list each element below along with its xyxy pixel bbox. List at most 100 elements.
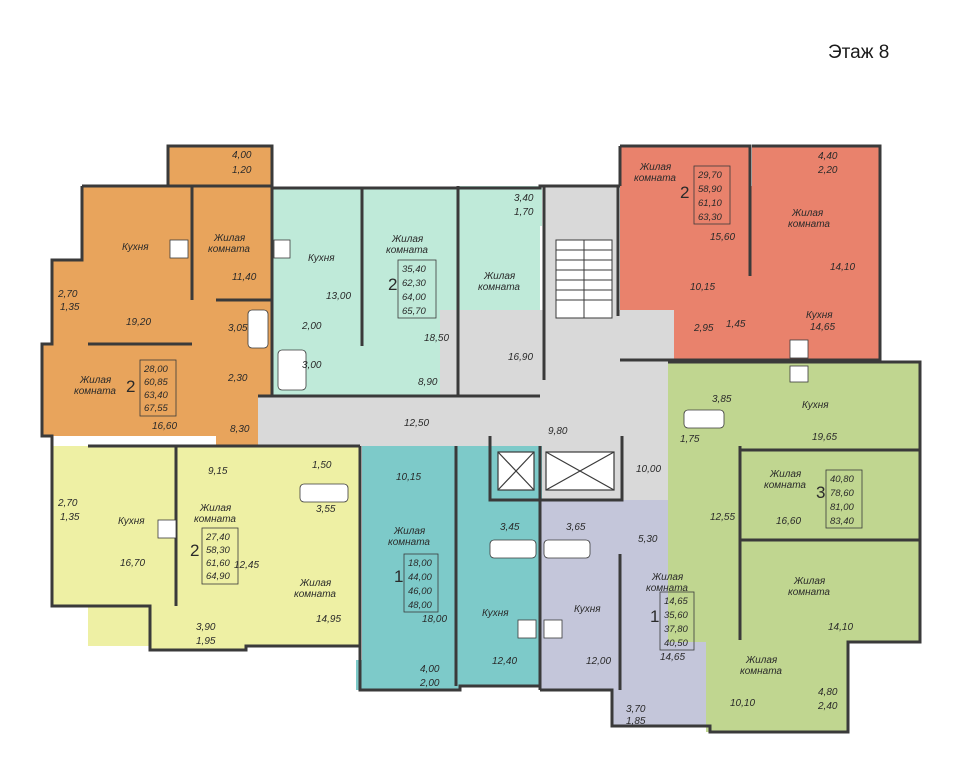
svg-text:Кухня: Кухня [482, 608, 509, 619]
svg-text:1,75: 1,75 [680, 434, 700, 445]
svg-text:13,00: 13,00 [326, 291, 351, 302]
svg-text:8,30: 8,30 [230, 424, 250, 435]
svg-text:Кухня: Кухня [574, 604, 601, 615]
svg-text:Жилая: Жилая [769, 469, 802, 480]
floor-title: Этаж 8 [828, 42, 890, 63]
svg-text:16,60: 16,60 [776, 516, 801, 527]
svg-text:комната: комната [788, 219, 830, 230]
svg-text:14,65: 14,65 [664, 596, 688, 607]
apartment-orange [42, 146, 272, 450]
svg-text:12,55: 12,55 [710, 512, 735, 523]
svg-text:12,00: 12,00 [586, 656, 611, 667]
room-labels: 4,00 1,20 2,70 1,35 Кухня 19,20 Жилая ко… [57, 150, 855, 727]
svg-text:комната: комната [740, 666, 782, 677]
svg-text:3,90: 3,90 [196, 622, 216, 633]
svg-text:3: 3 [816, 483, 825, 502]
svg-text:4,80: 4,80 [818, 687, 838, 698]
svg-text:44,00: 44,00 [408, 572, 432, 583]
svg-text:комната: комната [294, 589, 336, 600]
svg-text:83,40: 83,40 [830, 516, 854, 527]
svg-text:Жилая: Жилая [199, 503, 232, 514]
svg-text:61,10: 61,10 [698, 198, 722, 209]
svg-text:67,55: 67,55 [144, 403, 168, 414]
svg-text:10,10: 10,10 [730, 698, 755, 709]
svg-text:Жилая: Жилая [213, 233, 246, 244]
svg-text:комната: комната [74, 386, 116, 397]
svg-text:1,20: 1,20 [232, 165, 252, 176]
svg-text:35,40: 35,40 [402, 264, 426, 275]
svg-text:3,65: 3,65 [566, 522, 586, 533]
svg-text:1,35: 1,35 [60, 302, 80, 313]
svg-text:27,40: 27,40 [205, 532, 230, 543]
svg-text:4,00: 4,00 [420, 664, 440, 675]
svg-text:1: 1 [650, 607, 659, 626]
svg-text:16,90: 16,90 [508, 352, 533, 363]
staircase [555, 239, 613, 319]
svg-text:3,00: 3,00 [302, 360, 322, 371]
svg-text:1,85: 1,85 [626, 716, 646, 727]
svg-text:1,45: 1,45 [726, 319, 746, 330]
svg-text:12,50: 12,50 [404, 418, 429, 429]
svg-text:Кухня: Кухня [118, 516, 145, 527]
svg-text:Жилая: Жилая [791, 208, 824, 219]
svg-text:81,00: 81,00 [830, 502, 854, 513]
svg-text:2: 2 [680, 183, 689, 202]
svg-text:58,30: 58,30 [206, 545, 230, 556]
svg-text:14,65: 14,65 [810, 322, 835, 333]
svg-text:10,00: 10,00 [636, 464, 661, 475]
apartment-yellow [52, 446, 360, 650]
svg-text:64,90: 64,90 [206, 571, 230, 582]
svg-text:9,15: 9,15 [208, 466, 228, 477]
elevator-shafts [497, 451, 615, 491]
svg-text:2: 2 [190, 541, 199, 560]
svg-text:64,00: 64,00 [402, 292, 426, 303]
svg-text:Кухня: Кухня [122, 242, 149, 253]
svg-text:60,85: 60,85 [144, 377, 168, 388]
stove-icons [157, 239, 809, 639]
svg-text:35,60: 35,60 [664, 610, 688, 621]
svg-text:Жилая: Жилая [391, 234, 424, 245]
svg-text:18,50: 18,50 [424, 333, 449, 344]
svg-text:Кухня: Кухня [806, 310, 833, 321]
svg-text:3,55: 3,55 [316, 504, 336, 515]
svg-text:3,05: 3,05 [228, 323, 248, 334]
svg-text:комната: комната [208, 244, 250, 255]
svg-text:11,40: 11,40 [232, 272, 257, 283]
svg-text:58,90: 58,90 [698, 184, 722, 195]
svg-text:18,00: 18,00 [422, 614, 447, 625]
svg-text:комната: комната [646, 583, 688, 594]
svg-text:Кухня: Кухня [308, 253, 335, 264]
svg-text:16,60: 16,60 [152, 421, 177, 432]
svg-text:40,50: 40,50 [664, 638, 688, 649]
svg-text:комната: комната [388, 537, 430, 548]
svg-text:61,60: 61,60 [206, 558, 230, 569]
svg-text:Жилая: Жилая [299, 578, 332, 589]
svg-text:78,60: 78,60 [830, 488, 854, 499]
svg-text:3,70: 3,70 [626, 704, 646, 715]
svg-text:14,10: 14,10 [828, 622, 853, 633]
svg-text:2: 2 [388, 275, 397, 294]
svg-text:1,95: 1,95 [196, 636, 216, 647]
apartment-summary-a2: 2 35,40 62,30 64,00 65,70 [388, 259, 437, 319]
svg-text:2,40: 2,40 [817, 701, 838, 712]
svg-text:65,70: 65,70 [402, 306, 426, 317]
svg-text:2,95: 2,95 [693, 323, 714, 334]
svg-text:2,30: 2,30 [227, 373, 248, 384]
svg-text:4,00: 4,00 [232, 150, 252, 161]
svg-text:14,95: 14,95 [316, 614, 341, 625]
bathtub-icons [247, 309, 725, 559]
apartment-summary-a7: 3 40,80 78,60 81,00 83,40 [816, 469, 863, 529]
svg-text:10,15: 10,15 [690, 282, 715, 293]
svg-text:1: 1 [394, 567, 403, 586]
svg-text:10,15: 10,15 [396, 472, 421, 483]
svg-text:комната: комната [194, 514, 236, 525]
svg-text:2,70: 2,70 [57, 498, 78, 509]
svg-text:12,45: 12,45 [234, 560, 259, 571]
apartment-summary-a4: 2 27,40 58,30 61,60 64,90 [190, 527, 239, 585]
svg-text:2: 2 [126, 377, 135, 396]
apartment-summary-a6: 1 14,65 35,60 37,80 40,50 [650, 591, 695, 651]
svg-text:14,65: 14,65 [660, 652, 685, 663]
svg-text:40,80: 40,80 [830, 474, 854, 485]
svg-text:Жилая: Жилая [483, 271, 516, 282]
